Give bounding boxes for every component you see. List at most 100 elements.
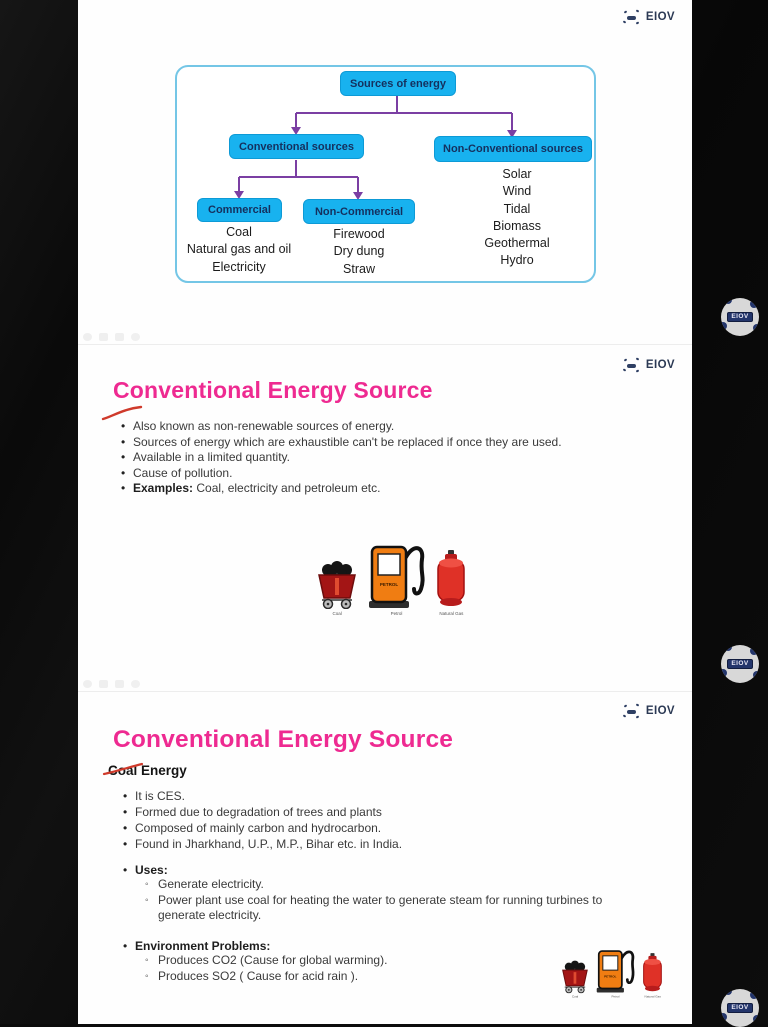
flow-node-commercial: Commercial xyxy=(197,198,282,222)
flow-node-label: Sources of energy xyxy=(350,77,446,90)
energy-images: Coal PETROL Petrol xyxy=(315,541,467,617)
coal-cart-icon xyxy=(562,960,588,994)
eiov-watermark-badge: EIOV xyxy=(721,645,759,683)
list-item: Coal xyxy=(226,225,252,239)
pen-icon xyxy=(99,680,108,688)
bullet-item: Available in a limited quantity. xyxy=(121,450,666,466)
slide-page-3: EIOV Conventional Energy Source Coal Ene… xyxy=(78,693,692,1024)
bullet-item: Sources of energy which are exhaustible … xyxy=(121,435,666,451)
page-title: Conventional Energy Source xyxy=(113,377,433,403)
coal-energy-subtitle: Coal Energy xyxy=(108,763,187,778)
badge-label: EIOV xyxy=(727,658,753,670)
bullet-item: Formed due to degradation of trees and p… xyxy=(123,805,668,821)
list-item: Wind xyxy=(502,184,532,199)
forward-icon xyxy=(131,680,140,688)
forward-icon xyxy=(131,333,140,341)
coal-caption: Coal xyxy=(571,994,579,999)
flow-node-label: Non-Commercial xyxy=(314,205,404,218)
petrol-caption: Petrol xyxy=(611,994,620,999)
environment-block: Environment Problems: Produces CO2 (Caus… xyxy=(123,939,668,984)
brand-name: EIOV xyxy=(645,705,675,717)
list-item: Geothermal xyxy=(484,236,550,251)
eiov-logo-icon xyxy=(622,357,640,373)
badge-label: EIOV xyxy=(727,311,753,323)
gas-caption: Natural Gas xyxy=(438,611,464,617)
faint-toolbar xyxy=(83,333,140,341)
sub-bullet-item: Power plant use coal for heating the wat… xyxy=(145,893,633,924)
list-item: Natural gas and oil xyxy=(186,242,292,257)
list-item: Tidal xyxy=(503,201,531,216)
brand-logo: EIOV xyxy=(622,703,675,719)
sub-bullet-item: Generate electricity. xyxy=(145,877,633,893)
non-conventional-items-list: Solar Wind Tidal Biomass Geothermal Hydr… xyxy=(448,166,586,270)
environment-label: Environment Problems: xyxy=(135,939,271,953)
gas-cylinder-figure: Natural Gas xyxy=(642,952,664,998)
list-item: Electricity xyxy=(212,259,266,274)
petrol-pump-figure: PETROL Petrol xyxy=(596,947,635,999)
flow-node-sources-of-energy: Sources of energy xyxy=(340,71,456,96)
environment-list: Produces CO2 (Cause for global warming).… xyxy=(145,953,633,984)
gas-cylinder-icon xyxy=(437,550,465,606)
flow-node-non-conventional: Non-Conventional sources xyxy=(434,136,592,162)
eiov-logo-icon xyxy=(622,9,640,25)
list-item: Biomass xyxy=(493,218,541,233)
flowchart-connectors xyxy=(234,96,517,200)
flow-node-label: Commercial xyxy=(208,204,271,216)
gas-cylinder-icon xyxy=(643,953,662,992)
bullet-item: Cause of pollution. xyxy=(121,466,666,482)
bullet-item: Found in Jharkhand, U.P., M.P., Bihar et… xyxy=(123,837,668,853)
uses-label-item: Uses: xyxy=(123,863,668,877)
examples-label: Examples: xyxy=(133,481,194,496)
brand-logo: EIOV xyxy=(622,357,675,373)
brand-name: EIOV xyxy=(645,359,675,371)
petrol-pump-icon: PETROL xyxy=(369,545,425,608)
coal-cart-icon xyxy=(318,561,356,609)
sub-bullet-item: Produces CO2 (Cause for global warming). xyxy=(145,953,633,969)
coal-caption: Coal xyxy=(332,611,342,617)
energy-images-small: Coal PETROL Petrol xyxy=(560,947,663,999)
list-item: Solar xyxy=(502,167,532,181)
environment-header: Environment Problems: xyxy=(123,939,668,953)
petrol-pump-figure: PETROL Petrol xyxy=(368,541,426,617)
gas-caption: Natural Gas xyxy=(644,994,661,999)
back-icon xyxy=(83,680,92,688)
commercial-items-list: Coal Natural gas and oil Electricity xyxy=(168,224,310,276)
page-title: Conventional Energy Source xyxy=(113,726,454,753)
sub-bullet-item: Produces SO2 ( Cause for acid rain ). xyxy=(145,969,633,985)
image-icon xyxy=(115,680,124,688)
bullet-item: Composed of mainly carbon and hydrocarbo… xyxy=(123,821,668,837)
bullet-list: It is CES. Formed due to degradation of … xyxy=(123,789,668,853)
bullet-item-examples: Examples: Coal, electricity and petroleu… xyxy=(121,481,666,497)
petrol-caption: Petrol xyxy=(391,611,403,617)
eiov-watermark-badge: EIOV xyxy=(721,989,759,1027)
list-item: Firewood xyxy=(333,227,385,241)
flowchart-frame xyxy=(175,65,596,283)
bullet-item: It is CES. xyxy=(123,789,668,805)
flow-node-non-commercial: Non-Commercial xyxy=(303,199,415,224)
eiov-logo-icon xyxy=(622,703,640,719)
non-commercial-items-list: Firewood Dry dung Straw xyxy=(291,226,427,278)
image-icon xyxy=(115,333,124,341)
environment-label-item: Environment Problems: xyxy=(123,939,668,953)
gas-cylinder-figure: Natural Gas xyxy=(435,549,467,617)
slide-page-2: EIOV Conventional Energy Source Also kno… xyxy=(78,346,692,692)
slide-page-1: EIOV Sources of energy Conventional sour… xyxy=(78,0,692,345)
flow-node-label: Non-Conventional sources xyxy=(443,143,583,155)
coal-cart-figure: Coal xyxy=(560,958,590,999)
list-item: Straw xyxy=(343,261,375,276)
back-icon xyxy=(83,333,92,341)
pen-icon xyxy=(99,333,108,341)
flow-node-label: Conventional sources xyxy=(239,140,354,153)
coal-cart-figure: Coal xyxy=(315,557,359,617)
pump-label-text: PETROL xyxy=(604,975,616,979)
brand-name: EIOV xyxy=(645,11,675,23)
petrol-pump-icon: PETROL xyxy=(596,950,635,993)
list-item: Hydro xyxy=(500,253,534,268)
badge-label: EIOV xyxy=(727,1002,753,1014)
uses-label: Uses: xyxy=(135,863,168,877)
uses-block: Uses: Generate electricity. Power plant … xyxy=(123,863,668,924)
examples-text: Coal, electricity and petroleum etc. xyxy=(193,481,381,496)
uses-list: Generate electricity. Power plant use co… xyxy=(145,877,633,924)
bullet-item: Also known as non-renewable sources of e… xyxy=(121,419,666,435)
list-item: Dry dung xyxy=(333,244,385,259)
